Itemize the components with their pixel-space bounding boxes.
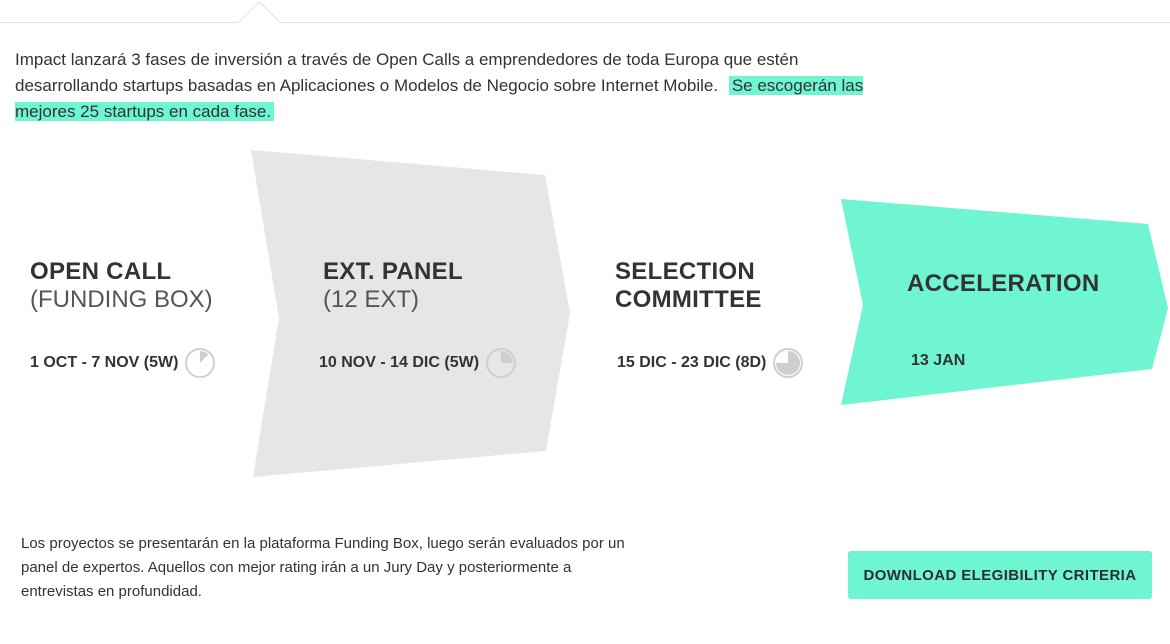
phase-ext-panel: EXT. PANEL (12 EXT)	[323, 258, 463, 314]
clock-icon	[185, 348, 216, 378]
top-divider	[0, 22, 1170, 23]
phase-title: ACCELERATION	[907, 270, 1100, 297]
phase-date: 15 DIC - 23 DIC (8D)	[617, 354, 767, 371]
clock-icon	[486, 348, 517, 378]
ext-panel-chevron	[251, 150, 570, 477]
footer-description: Los proyectos se presentarán en la plata…	[21, 535, 625, 600]
phase-title-line1: SELECTION	[615, 258, 756, 285]
intro-paragraph: Impact lanzará 3 fases de inversión a tr…	[15, 47, 865, 125]
divider-notch	[237, 1, 282, 24]
clock-icon	[773, 348, 804, 378]
phase-title: EXT. PANEL	[323, 258, 463, 285]
intro-text: Impact lanzará 3 fases de inversión a tr…	[15, 50, 799, 95]
phase-date-acceleration: 13 JAN	[911, 352, 965, 370]
phase-date: 10 NOV - 14 DIC (5W)	[319, 354, 480, 371]
phase-date: 13 JAN	[911, 352, 966, 369]
phase-title-line2: COMMITTEE	[615, 286, 762, 313]
acceleration-chevron	[841, 199, 1168, 405]
phase-selection-committee: SELECTION COMMITTEE	[615, 258, 762, 314]
phase-date-open-call: 1 OCT - 7 NOV (5W)	[30, 347, 216, 379]
phase-date-selection: 15 DIC - 23 DIC (8D)	[617, 347, 804, 379]
phase-acceleration: ACCELERATION	[907, 270, 1099, 298]
phase-subtitle: (12 EXT)	[323, 286, 420, 313]
phase-subtitle: (FUNDING BOX)	[30, 286, 213, 313]
phase-date-ext-panel: 10 NOV - 14 DIC (5W)	[319, 347, 517, 379]
phase-open-call: OPEN CALL (FUNDING BOX)	[30, 258, 213, 314]
phase-title: OPEN CALL	[30, 258, 172, 285]
download-criteria-button[interactable]: DOWNLOAD ELEGIBILITY CRITERIA	[848, 551, 1152, 599]
phase-date: 1 OCT - 7 NOV (5W)	[30, 354, 179, 371]
